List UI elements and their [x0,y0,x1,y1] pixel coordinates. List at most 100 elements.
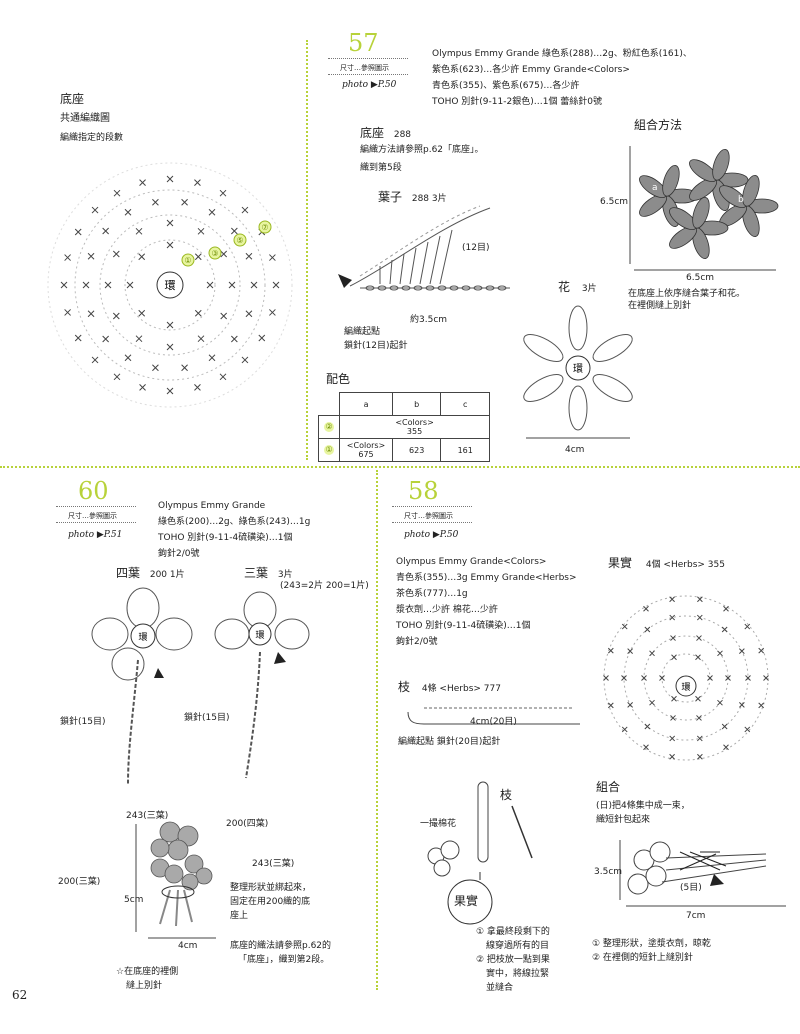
pattern-60-photo-ref: photo ▶P.51 [68,530,123,540]
horizontal-divider [0,466,800,468]
bouquet-note-1: 整理形狀並綁起來， [230,883,312,893]
combine-title: 組合 [596,780,621,794]
separator [328,74,408,75]
svg-text:①: ① [184,256,191,265]
pattern-60-material-3: TOHO 別針(9-11-4硫磺染)…1個 [158,533,293,543]
combine-illustration [619,840,786,907]
svg-text:b: b [738,195,744,205]
bouquet-label-243-right: 243(三葉) [252,859,295,869]
final-step-1: ① 整理形狀，塗漿衣劑，晾乾 [592,939,711,949]
pattern-57-base-note-2: 織到第5段 [360,163,402,173]
color-table: a b c ② <Colors> 355 ① <Colors> 675 623 … [317,392,490,462]
leaf-start-1: 編織起點 [344,327,381,337]
pattern-58-material-5: TOHO 別針(9-11-4硫磺染)…1個 [396,621,531,631]
assembly-title: 組合方法 [634,118,683,132]
pattern-57-base-title: 底座 288 [360,126,412,140]
pattern-58-material-3: 茶色系(777)…1g [396,589,468,599]
combine-width: 7cm [686,911,706,921]
three-leaf-note: (243=2片 200=1片) [280,581,369,591]
pattern-57-photo-ref: photo ▶P.50 [342,80,397,90]
combine-note-1: (日)把4條集中成一束， [596,801,690,811]
assembly-width-label: 6.5cm [686,273,715,283]
separator [56,506,136,507]
four-leaf-chain: 鎖針(15目) [60,717,106,727]
color-col-b: b [391,392,442,416]
pattern-58-number: 58 [408,477,439,505]
flower-title: 花 3片 [558,280,597,294]
pin-note-2: 縫上別針 [126,981,163,991]
base-subtitle-2: 編織指定的段數 [60,133,124,143]
bouquet-base-note-1: 底座的織法請參照p.62的 [230,941,332,951]
separator [328,58,408,59]
fruit-crochet-chart: 環 [603,595,769,761]
pattern-58-material-6: 鉤針2/0號 [396,637,438,647]
separator [392,506,472,507]
pattern-57-material-2: 紫色系(623)…各少許 Emmy Grande<Colors> [432,65,630,75]
bouquet-label-243-top: 243(三葉) [126,811,169,821]
flower-width-label: 4cm [565,445,585,455]
stuffing-step-2a: ② 把枝放一點到果 [476,955,550,965]
pattern-60-number: 60 [78,477,109,505]
stuffing-step-2c: 並縫合 [486,983,514,993]
four-leaf-ring: 環 [138,632,147,643]
assembly-height-label: 6.5cm [600,197,629,207]
stem-length: 4cm(20目) [470,717,517,727]
pattern-60-material-4: 鉤針2/0號 [158,549,200,559]
base-subtitle-1: 共通編織圖 [60,113,110,124]
stuffing-step-1a: ① 拿最終段剩下的 [476,927,550,937]
pattern-58-size-ref: 尺寸…參照圖示 [404,512,453,520]
cotton-label: 一撮棉花 [420,819,457,829]
leaf-start-2: 鎖針(12目)起針 [344,341,408,351]
fruit-ring-label: 環 [681,682,690,693]
assembly-note-2: 在裡側縫上別針 [628,301,692,311]
pattern-60-material-2: 綠色系(200)…2g、綠色系(243)…1g [158,517,311,527]
stem-title: 枝 4條 <Herbs> 777 [398,680,501,694]
stuffing-step-2b: 實中，將線拉緊 [486,969,550,979]
base-ring-label: 環 [165,279,176,292]
clover-bouquet-illustration [135,821,216,939]
fruit-title: 果實 4個 <Herbs> 355 [608,556,725,570]
assembly-note-1: 在底座上依序縫合葉子和花。 [628,289,746,299]
svg-text:⑦: ⑦ [261,223,268,232]
combine-rows: (5目) [680,883,702,893]
three-leaf-chart: 環 [214,591,310,779]
three-leaf-chain: 鎖針(15目) [184,713,230,723]
fruit-stuffing-diagram [427,781,533,925]
combine-note-2: 織短針包起來 [596,815,651,825]
pattern-57-base-note-1: 編織方法請參照p.62「底座」。 [360,145,484,155]
color-col-c: c [440,392,490,416]
four-leaf-chart: 環 [91,587,193,785]
leaf-crochet-chart [338,205,510,291]
pattern-57-material-3: 青色系(355)、紫色系(675)…各少許 [432,81,580,91]
final-step-2: ② 在裡側的短針上縫別針 [592,953,693,963]
color-table-title: 配色 [326,372,351,386]
separator [392,522,472,523]
color-row-1-c: 161 [440,438,490,462]
flower-ring-label: 環 [573,363,583,375]
bouquet-note-2: 固定在用200織的底 [230,897,311,907]
leaf-rows-label: (12目) [462,243,490,253]
stem-label: 枝 [500,788,513,802]
stem-start: 編織起點 鎖針(20目)起針 [398,737,501,747]
flower-crochet-chart: 環 [523,305,633,439]
vertical-divider-bottom [376,470,378,990]
color-col-a: a [339,392,393,416]
bouquet-base-note-2: 「底座」，織到第2段。 [238,955,330,965]
assembly-illustration: a b c [629,146,779,271]
page-number: 62 [12,988,28,1002]
color-row-1-label: ① [317,438,341,462]
svg-text:⑤: ⑤ [236,236,243,245]
four-leaf-title: 四葉 200 1片 [116,566,185,580]
pattern-58-material-2: 青色系(355)…3g Emmy Grande<Herbs> [396,573,577,583]
svg-text:c: c [690,245,695,255]
pattern-58-photo-ref: photo ▶P.50 [404,530,459,540]
pin-note-1: ☆在底座的裡側 [116,967,179,977]
color-row-2-value: <Colors> 355 [339,415,490,439]
three-leaf-ring: 環 [255,630,264,641]
bouquet-height: 5cm [124,895,144,905]
fruit-label: 果實 [454,894,479,908]
pattern-58-material-1: Olympus Emmy Grande<Colors> [396,557,547,567]
stuffing-step-1b: 線穿過所有的目 [486,941,550,951]
vertical-divider-top [306,40,308,460]
bouquet-width: 4cm [178,941,198,951]
